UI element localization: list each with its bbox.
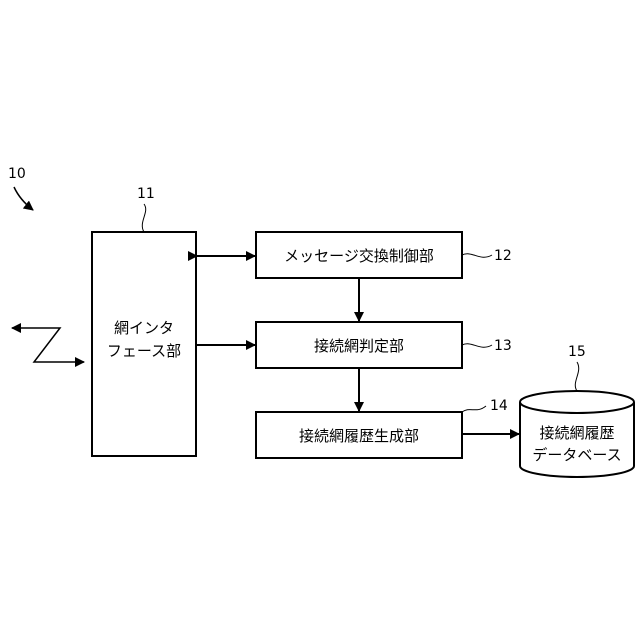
history-gen-label: 接続網履歴生成部: [299, 427, 419, 445]
message-exchange-label: メッセージ交換制御部: [284, 247, 434, 265]
history-db-ref-leader: [575, 362, 578, 391]
network-interface-label-line1: 網インタ: [114, 319, 174, 337]
network-judge-ref-leader: [462, 344, 492, 348]
history-gen-ref: 14: [490, 398, 508, 414]
wireless-link-icon: [12, 328, 84, 362]
network-interface-label-line2: フェース部: [107, 342, 181, 360]
history-db-label-line2: データベース: [532, 446, 621, 464]
network-judge-label: 接続網判定部: [314, 337, 404, 355]
history-db-ref: 15: [568, 344, 586, 360]
system-ref-leader: [14, 187, 33, 210]
history-gen-ref-leader: [462, 406, 486, 412]
message-exchange-ref-leader: [462, 254, 492, 258]
network-interface-ref-leader: [142, 204, 145, 232]
history-db-label-line1: 接続網履歴: [539, 424, 614, 442]
system-ref-label: 10: [8, 166, 26, 182]
network-interface-ref: 11: [137, 186, 155, 202]
network-judge-ref: 13: [494, 338, 512, 354]
message-exchange-ref: 12: [494, 248, 512, 264]
